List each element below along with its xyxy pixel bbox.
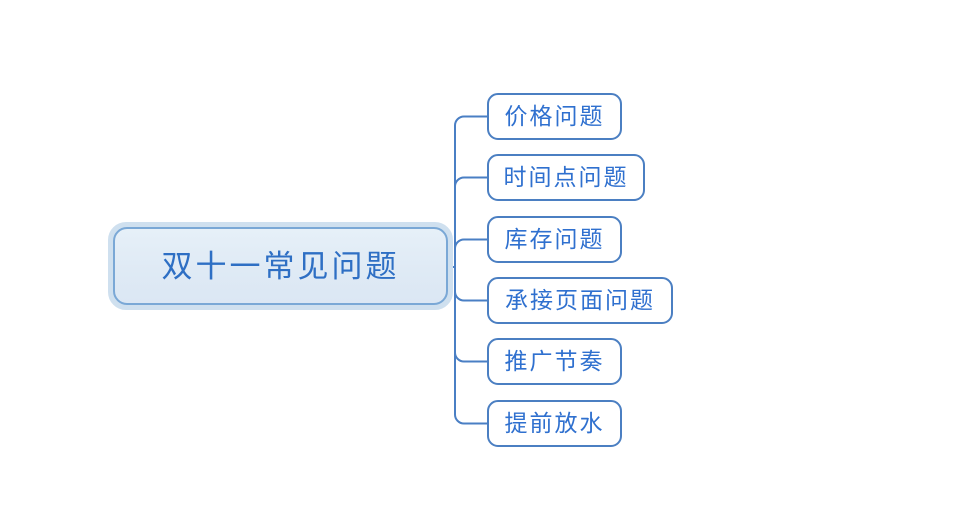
child-node-1[interactable]: 价格问题: [487, 93, 622, 140]
connector-line: [454, 115, 487, 126]
root-node-label: 双十一常见问题: [161, 248, 400, 284]
child-node-label: 价格问题: [504, 104, 605, 129]
child-node-5[interactable]: 推广节奏: [487, 338, 622, 385]
child-node-3[interactable]: 库存问题: [487, 216, 622, 263]
child-node-2[interactable]: 时间点问题: [487, 154, 645, 201]
root-node[interactable]: 双十一常见问题: [108, 222, 453, 310]
connector-line: [454, 414, 487, 425]
child-node-4[interactable]: 承接页面问题: [487, 277, 673, 324]
root-node-body: 双十一常见问题: [113, 227, 448, 305]
connector-line: [454, 352, 487, 363]
child-node-label: 提前放水: [504, 411, 605, 436]
child-node-label: 推广节奏: [504, 349, 605, 374]
child-node-6[interactable]: 提前放水: [487, 400, 622, 447]
child-node-label: 库存问题: [504, 227, 605, 252]
connector-line: [454, 238, 487, 249]
child-node-label: 承接页面问题: [505, 288, 655, 313]
child-node-label: 时间点问题: [503, 165, 629, 190]
connector-line: [454, 291, 487, 302]
connector-line: [454, 176, 487, 187]
